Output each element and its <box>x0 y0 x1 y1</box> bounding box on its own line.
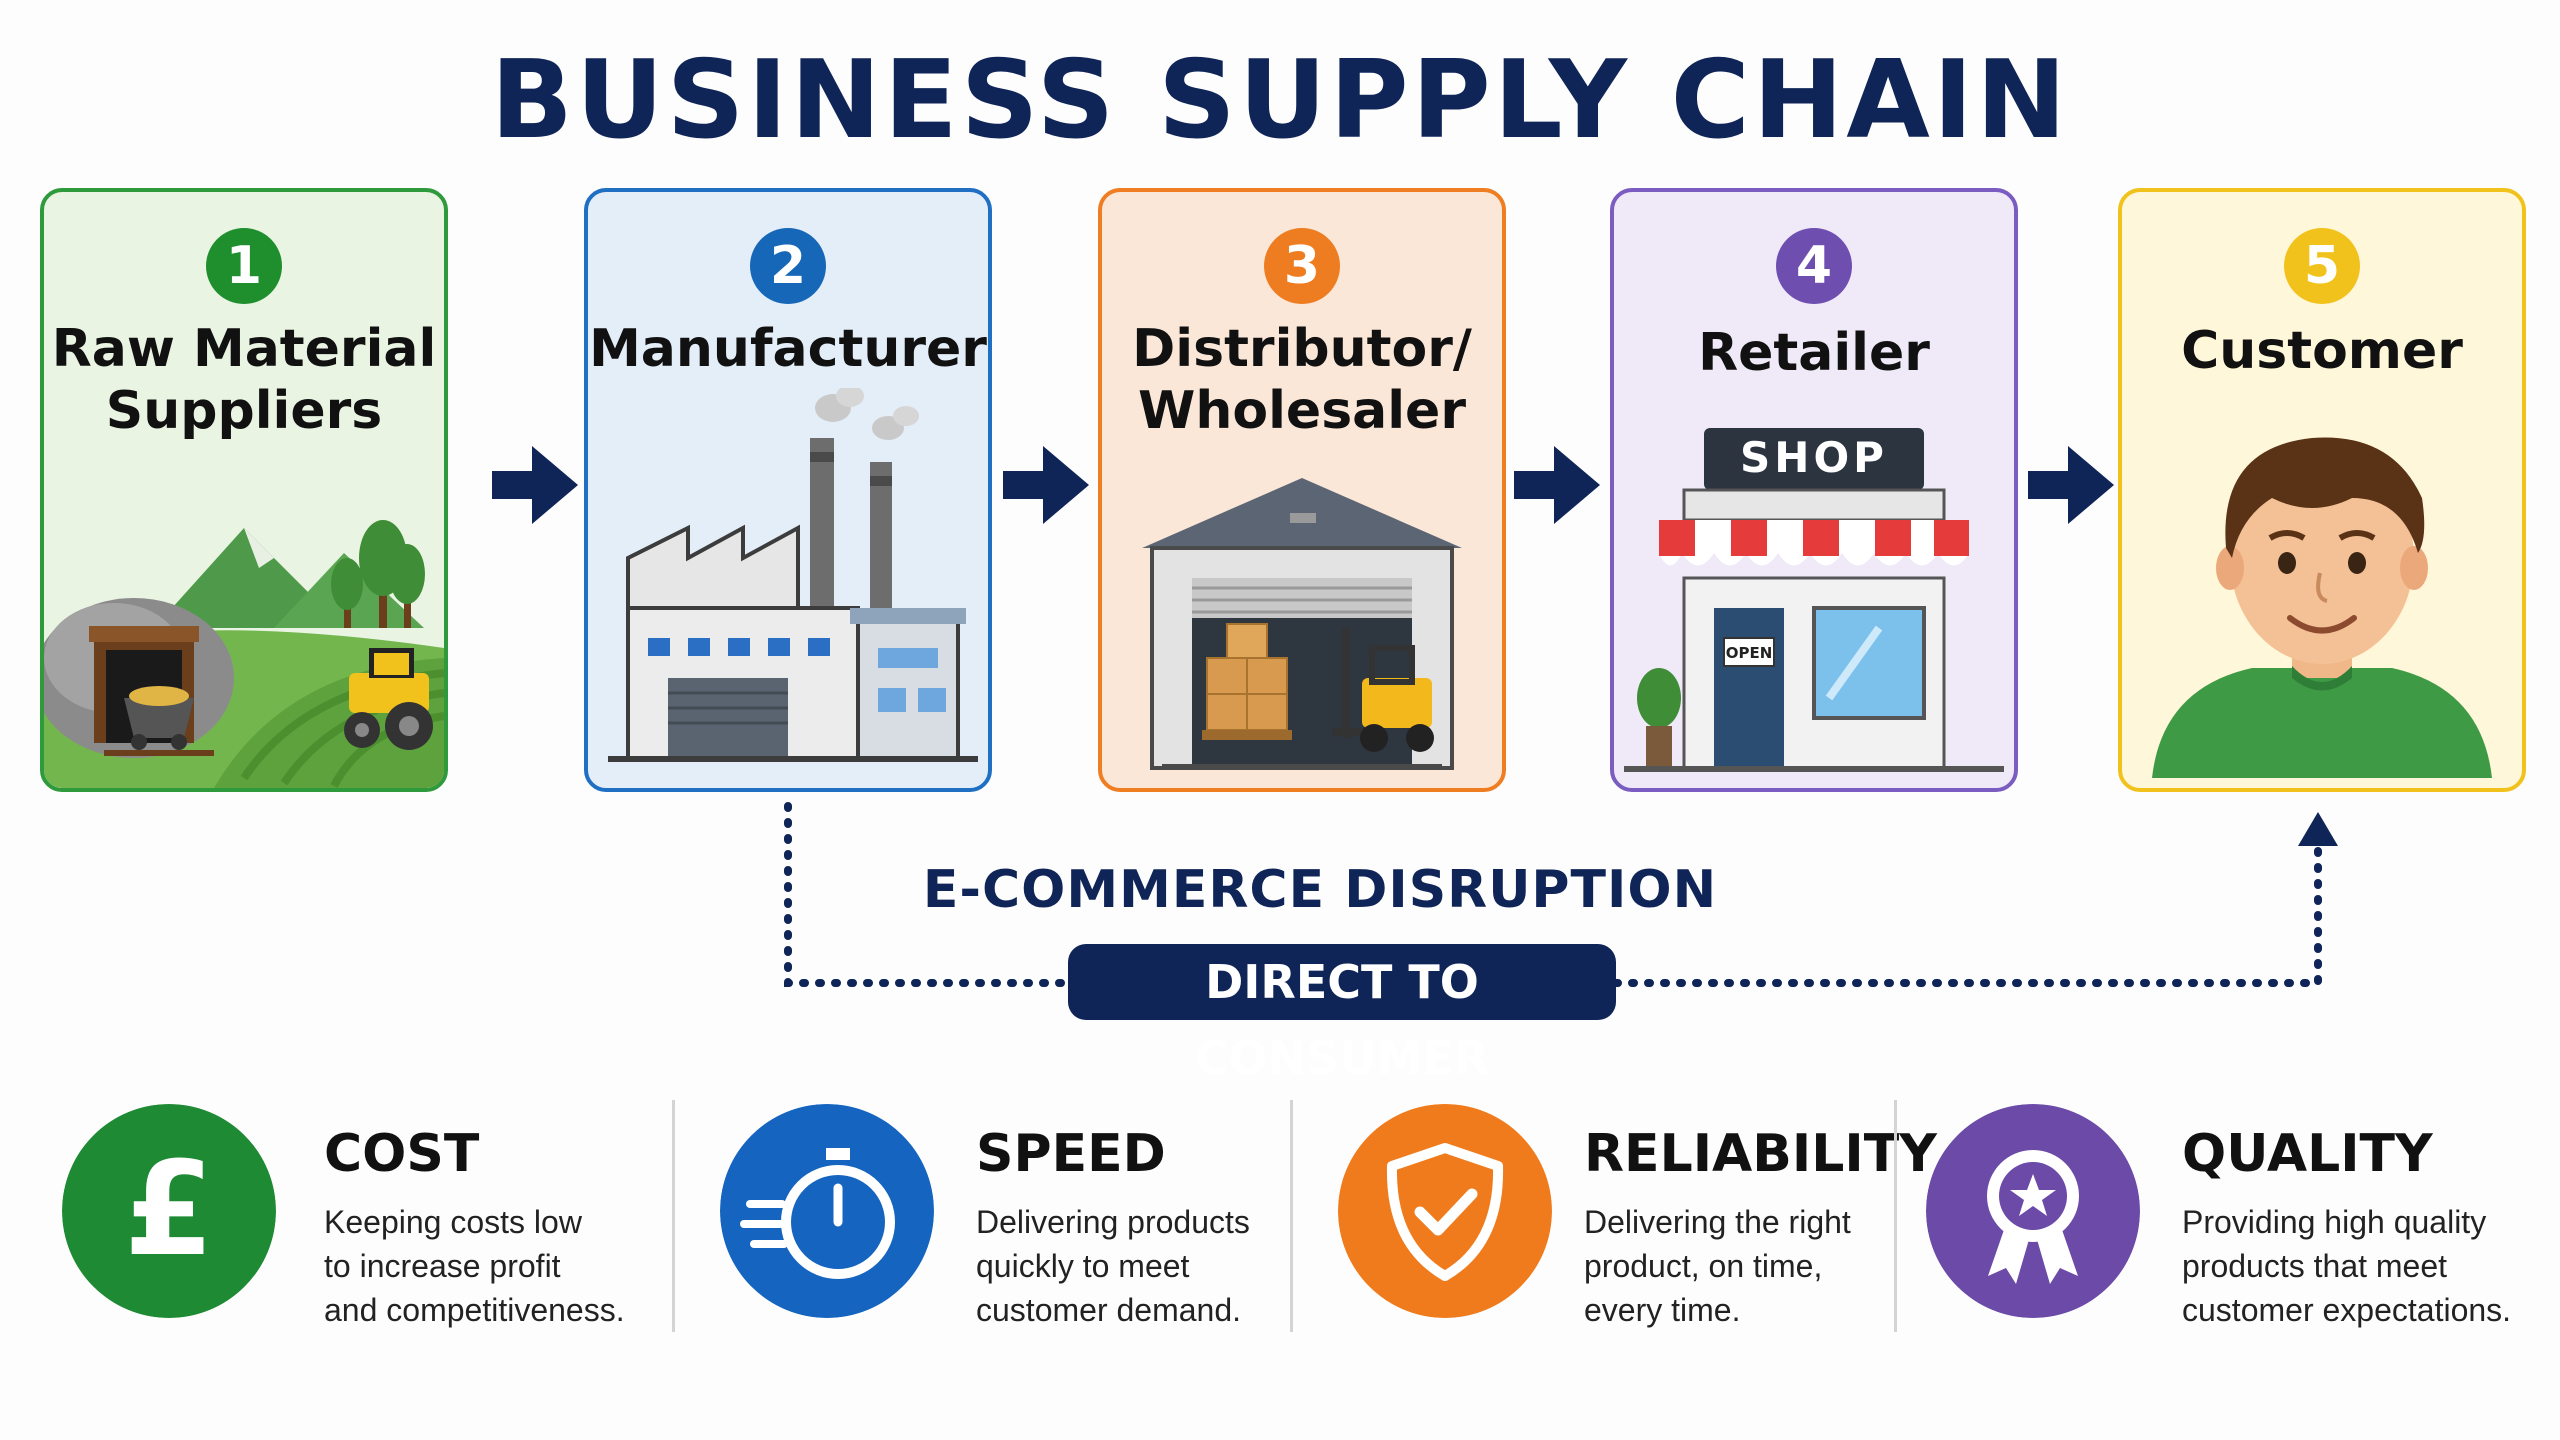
factory-illustration <box>608 388 978 762</box>
stage-label: Distributor/ Wholesaler <box>1102 318 1502 442</box>
stage-label-line2: Wholesaler <box>1138 381 1466 441</box>
stage-label-line1: Distributor/ <box>1132 319 1472 379</box>
shield-check-icon <box>1338 1104 1552 1318</box>
factor-title: SPEED <box>976 1124 1166 1184</box>
stage-label-line1: Retailer <box>1698 323 1930 383</box>
stage-manufacturer: 2 Manufacturer <box>584 188 992 792</box>
stage-distributor-wholesaler: 3 Distributor/ Wholesaler <box>1098 188 1506 792</box>
award-ribbon-icon <box>1926 1104 2140 1318</box>
step-number-4: 4 <box>1776 228 1852 304</box>
factor-title: QUALITY <box>2182 1124 2433 1184</box>
flow-arrow-2-to-3 <box>1003 446 1089 524</box>
stage-raw-material-suppliers: 1 Raw Material Suppliers <box>40 188 448 792</box>
factor-speed: SPEED Delivering products quickly to mee… <box>720 1100 1300 1340</box>
ecommerce-disruption-title: E-COMMERCE DISRUPTION <box>922 860 1718 920</box>
factor-description-line: every time. <box>1584 1292 1741 1328</box>
step-number-2: 2 <box>750 228 826 304</box>
factor-description-line: Delivering the right <box>1584 1204 1851 1240</box>
open-sign: OPEN <box>1726 644 1773 662</box>
factor-description: Delivering the right product, on time, e… <box>1584 1200 1914 1332</box>
factor-reliability: RELIABILITY Delivering the right product… <box>1338 1100 1937 1340</box>
step-number-3: 3 <box>1264 228 1340 304</box>
mine-and-farm-illustration <box>44 520 444 788</box>
stage-label-line1: Manufacturer <box>589 319 987 379</box>
flow-arrow-4-to-5 <box>2028 446 2114 524</box>
shop-illustration: SHOP OPEN <box>1624 428 2004 772</box>
factor-description: Providing high quality products that mee… <box>2182 1200 2542 1332</box>
stage-label: Customer <box>2122 320 2522 382</box>
factor-description-line: customer demand. <box>976 1292 1242 1328</box>
stage-label-line1: Raw Material <box>51 319 437 379</box>
factor-cost: £ COST Keeping costs low to increase pro… <box>62 1100 642 1340</box>
stage-label: Manufacturer <box>588 318 988 380</box>
factor-description-line: quickly to meet <box>976 1248 1190 1284</box>
factor-title: COST <box>324 1124 480 1184</box>
flow-arrow-3-to-4 <box>1514 446 1600 524</box>
factor-description: Delivering products quickly to meet cust… <box>976 1200 1306 1332</box>
step-number-5: 5 <box>2284 228 2360 304</box>
warehouse-illustration <box>1142 478 1462 770</box>
factor-description: Keeping costs low to increase profit and… <box>324 1200 654 1332</box>
page-title: BUSINESS SUPPLY CHAIN <box>490 38 2070 163</box>
direct-to-consumer-label: DIRECT TO CONSUMER <box>1068 944 1616 1085</box>
stopwatch-icon <box>720 1104 934 1318</box>
factor-title: RELIABILITY <box>1584 1124 1937 1184</box>
stage-retailer: 4 Retailer SHOP OPEN <box>1610 188 2018 792</box>
stage-customer: 5 Customer <box>2118 188 2526 792</box>
factor-description-line: Providing high quality <box>2182 1204 2487 1240</box>
factor-description-line: products that meet <box>2182 1248 2448 1284</box>
stage-label: Raw Material Suppliers <box>44 318 444 442</box>
divider <box>1894 1100 1897 1332</box>
svg-text:£: £ <box>124 1133 214 1285</box>
up-arrow-icon <box>2298 812 2338 846</box>
flow-arrow-1-to-2 <box>492 446 578 524</box>
stage-label-line2: Suppliers <box>105 381 383 441</box>
stage-label: Retailer <box>1614 322 2014 384</box>
factor-description-line: Keeping costs low <box>324 1204 582 1240</box>
factor-description-line: and competitiveness. <box>324 1292 625 1328</box>
divider <box>672 1100 675 1332</box>
factor-description-line: customer expectations. <box>2182 1292 2512 1328</box>
divider <box>1290 1100 1293 1332</box>
customer-avatar <box>2152 437 2492 778</box>
pound-icon: £ <box>62 1104 276 1318</box>
stage-label-line1: Customer <box>2181 321 2463 381</box>
factor-description-line: product, on time, <box>1584 1248 1823 1284</box>
factor-quality: QUALITY Providing high quality products … <box>1926 1100 2546 1340</box>
factor-description-line: Delivering products <box>976 1204 1250 1240</box>
shop-sign: SHOP <box>1740 433 1888 482</box>
factor-description-line: to increase profit <box>324 1248 561 1284</box>
step-number-1: 1 <box>206 228 282 304</box>
